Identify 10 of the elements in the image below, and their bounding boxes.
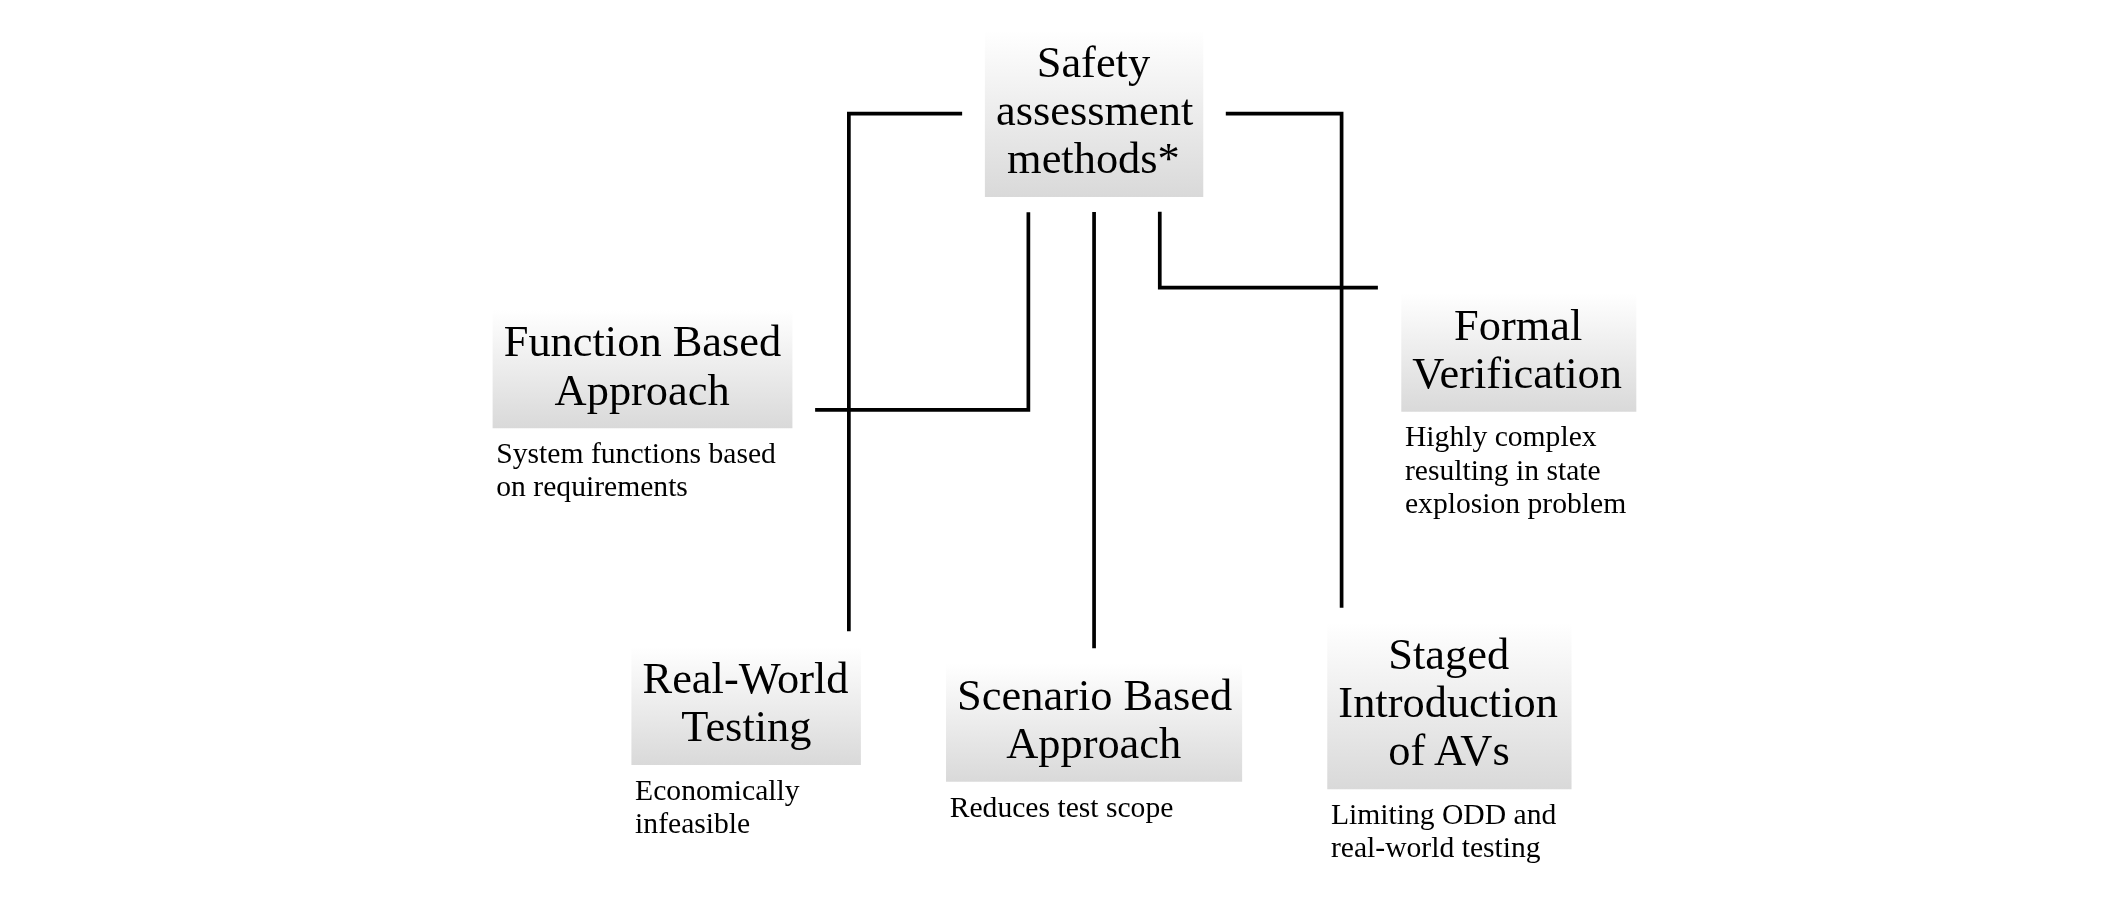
node-label: Highly complex resulting in state explosion problem: [1404, 420, 1627, 520]
node-label: Reduces test scope: [949, 790, 1174, 823]
connector: [847, 111, 963, 632]
connector: [815, 212, 1031, 412]
node-label: System functions based on requirements: [496, 437, 776, 503]
connector: [1092, 211, 1096, 649]
connector: [1225, 111, 1344, 608]
node-label: Limiting ODD and real-world testing: [1330, 797, 1557, 864]
node-label: Economically infeasible: [635, 773, 800, 840]
connector: [1157, 211, 1378, 290]
